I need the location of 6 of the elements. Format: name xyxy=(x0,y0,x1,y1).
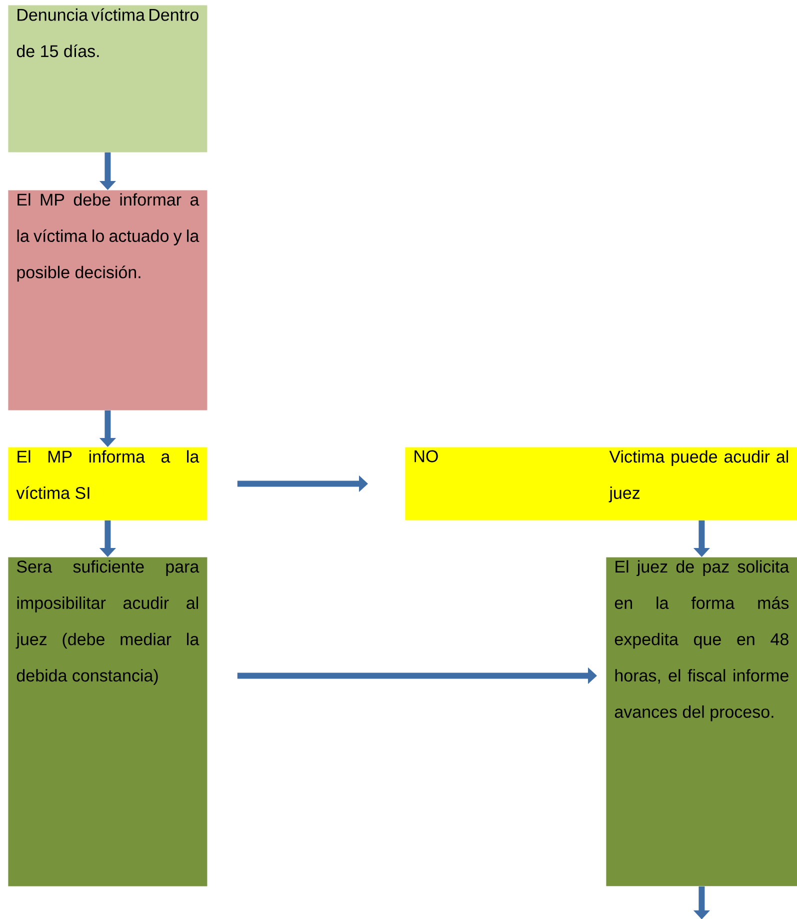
process-box: El MP informa a la víctima SI xyxy=(8,447,208,520)
process-box: El juez de paz solicita en la forma más expedita que en 48 horas, el fiscal informe avances del proceso. xyxy=(606,557,797,886)
process-box: Denuncia víctima Dentro de 15 días. xyxy=(8,5,208,152)
process-box: Sera suficiente para imposibilitar acudir al juez (debe mediar la debida constancia) xyxy=(8,557,208,886)
process-box: NO Victima puede acudir al juez xyxy=(405,447,797,520)
process-box: El MP debe informar a la víctima lo actuado y la posible decisión. xyxy=(8,190,208,410)
